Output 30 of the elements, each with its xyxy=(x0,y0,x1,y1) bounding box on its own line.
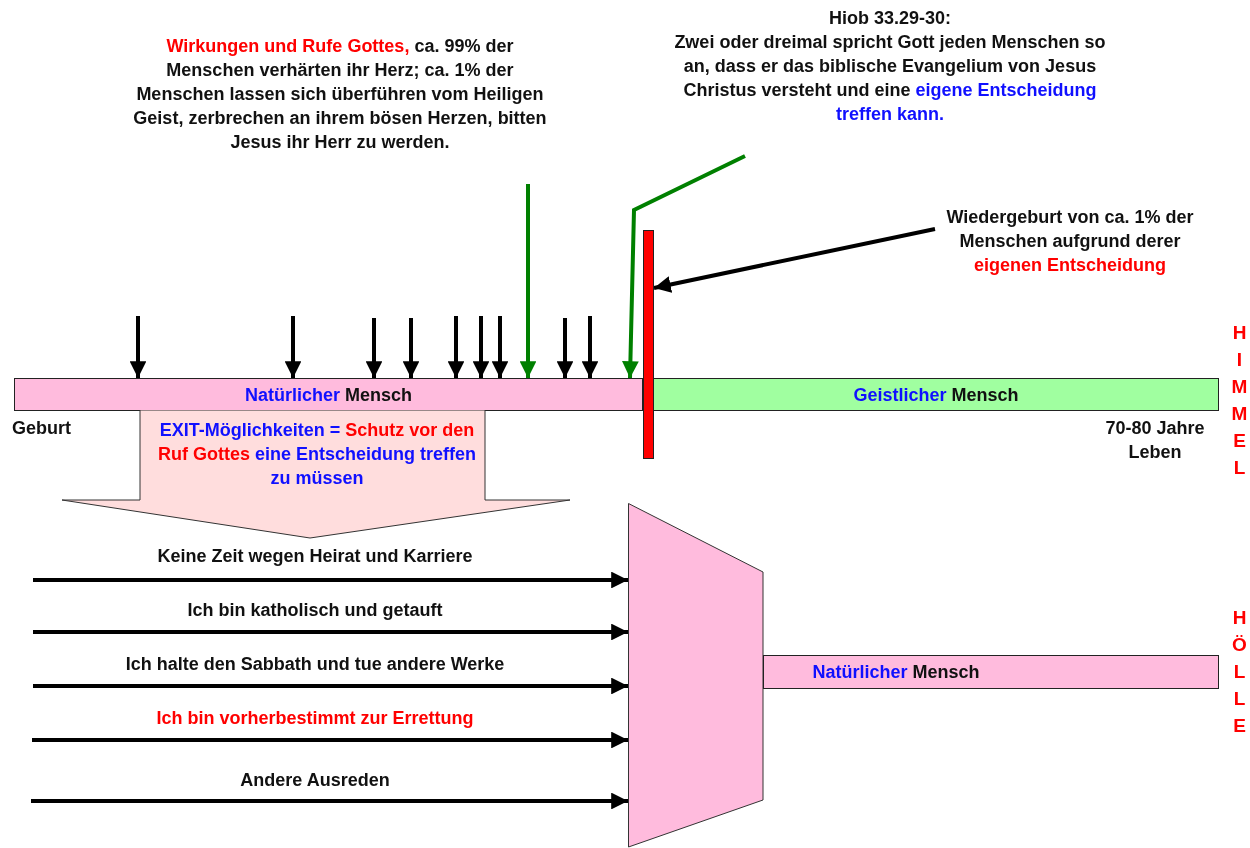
heading-text: Hiob 33.29-30: xyxy=(827,7,953,30)
arrow xyxy=(31,792,628,810)
vertical-bar xyxy=(643,230,654,459)
label-text: 70-80 Jahre Leben xyxy=(1104,417,1206,464)
arrow xyxy=(491,316,509,378)
arrow xyxy=(365,318,383,378)
timeline-bar: Geistlicher Mensch xyxy=(653,378,1219,411)
arrow xyxy=(447,316,465,378)
arrow xyxy=(129,316,147,378)
timeline-bar: Natürlicher Mensch xyxy=(763,655,1219,689)
arrow xyxy=(519,184,537,378)
annotation-text: Wiedergeburt von ca. 1% der Menschen aufgrund derer eigenen Entscheidung xyxy=(935,205,1205,277)
label-text: Geburt xyxy=(12,418,72,439)
arrow xyxy=(33,623,628,641)
arrow xyxy=(472,316,490,378)
arrow xyxy=(284,316,302,378)
arrow xyxy=(653,227,936,293)
arrow xyxy=(581,316,599,378)
arrow xyxy=(32,731,628,749)
timeline-bar: Natürlicher Mensch xyxy=(14,378,643,411)
arrow xyxy=(556,318,574,378)
funnel-shape xyxy=(628,503,764,848)
vertical-label: HIMMEL xyxy=(1228,322,1248,484)
vertical-label: HÖLLE xyxy=(1228,607,1248,742)
arrow xyxy=(622,154,746,379)
arrow xyxy=(33,571,628,589)
annotation-text: Wirkungen und Rufe Gottes, ca. 99% der Menschen verhärten ihr Herz; ca. 1% der Menschen lassen sich überführen vom Heiligen Geist, zerbrechen an ihrem bösen Herzen, bitten Jesus ihr Herr zu werden. xyxy=(120,34,560,154)
arrow xyxy=(402,318,420,378)
arrow xyxy=(33,677,628,695)
annotation-text: Zwei oder dreimal spricht Gott jeden Menschen so an, dass er das biblische Evangelium von Jesus Christus versteht und eine eigene Entscheidung treffen kann. xyxy=(673,31,1107,126)
